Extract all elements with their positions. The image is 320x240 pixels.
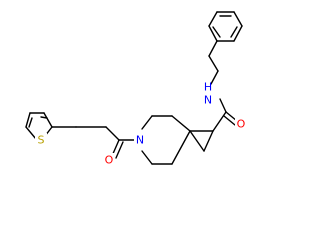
phenyl-ring — [208, 11, 243, 42]
svg-text:N: N — [136, 134, 144, 147]
svg-text:O: O — [237, 118, 246, 131]
ethyl-linker — [208, 40, 219, 85]
cyclopropane-ring — [189, 130, 214, 152]
piperidine-ring — [141, 115, 191, 165]
acyl-oxygen-label: O — [103, 153, 115, 167]
amide-nitrogen-label: N H — [202, 81, 215, 107]
thiophene-sulfur-label: S — [35, 133, 47, 147]
amide-bonds — [212, 98, 238, 132]
amide-oxygen-label: O — [235, 117, 247, 131]
thiophene-ring — [25, 112, 77, 140]
svg-text:O: O — [105, 154, 114, 167]
svg-text:S: S — [38, 134, 45, 147]
ring-nitrogen-label: N — [134, 133, 146, 147]
atom-labels: N H O N O S — [35, 81, 247, 167]
svg-text:N: N — [204, 94, 212, 107]
molecule-diagram: N H O N O S — [25, 11, 247, 167]
svg-text:H: H — [204, 81, 212, 94]
molecule-structure: N H O N O S — [25, 11, 247, 167]
